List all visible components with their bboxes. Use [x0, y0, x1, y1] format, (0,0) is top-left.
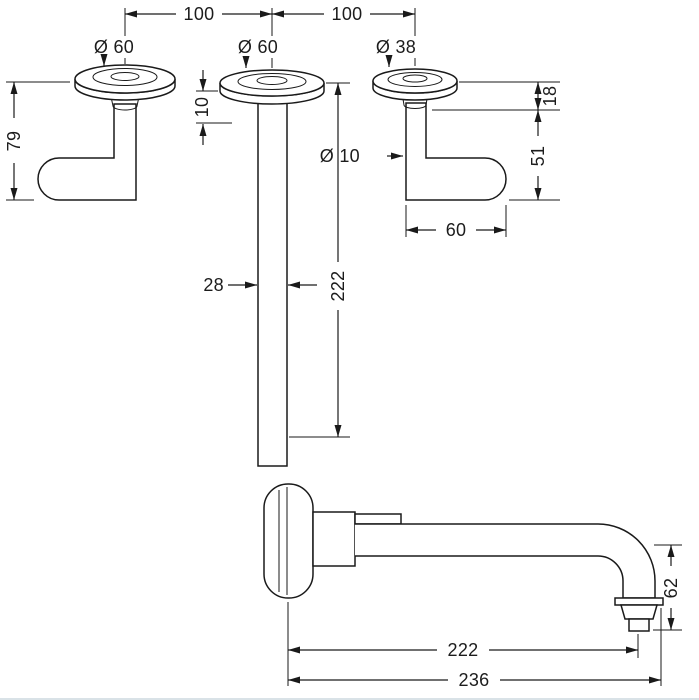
dim-right-handle-depths: 18 51 — [432, 81, 560, 201]
spout-union-sleeve — [312, 511, 356, 567]
dim-label-right-handle-diameter: Ø 38 — [376, 37, 416, 57]
dim-label-spout-flange-diameter: Ø 60 — [238, 37, 278, 57]
dim-label-overall-reach: 236 — [459, 670, 490, 690]
aerator-body — [620, 604, 658, 620]
dim-label-spacing-left: 100 — [184, 4, 215, 24]
dim-label-right-flange-depth: 18 — [540, 86, 560, 107]
right-handle-top-view — [372, 68, 507, 201]
dim-label-lever-diameter: Ø 10 — [320, 146, 360, 166]
spout-body — [257, 95, 288, 467]
top-spacing-dimensions: 100 100 — [124, 4, 416, 68]
spout-top-view — [219, 69, 325, 467]
dim-label-spout-flange-depth: 10 — [192, 97, 212, 118]
dim-outlet-drop: 62 — [653, 544, 682, 631]
dim-label-lever-length: 60 — [446, 220, 467, 240]
dim-spout-length: 222 — [289, 82, 350, 438]
dim-label-left-handle-diameter: Ø 60 — [94, 37, 134, 57]
left-handle-lever — [37, 103, 137, 201]
dim-spout-body-width: 28 — [203, 275, 317, 295]
dim-lever-length: 60 — [405, 205, 507, 240]
dim-label-spout-length: 222 — [328, 271, 348, 302]
dim-label-outlet-drop: 62 — [661, 578, 681, 599]
spout-side-view — [263, 483, 664, 632]
dim-label-right-lever-drop: 51 — [528, 146, 548, 167]
page-bottom-border — [0, 698, 699, 700]
dim-label-spout-body-width: 28 — [203, 275, 224, 295]
aerator-flange — [614, 597, 664, 606]
spout-tube — [355, 523, 656, 599]
left-handle-flange — [74, 64, 176, 94]
diameter-callouts: Ø 60 Ø 60 Ø 38 — [86, 36, 422, 68]
dim-left-handle-height: 79 — [4, 81, 70, 201]
wall-escutcheon — [263, 483, 314, 599]
right-handle-lever — [405, 102, 507, 201]
dim-label-reach-to-aerator: 222 — [448, 640, 479, 660]
left-handle-top-view — [37, 64, 176, 201]
aerator-tip — [628, 618, 650, 632]
dim-lever-diameter: Ø 10 — [320, 146, 403, 166]
dim-label-spacing-right: 100 — [332, 4, 363, 24]
dim-label-left-handle-height: 79 — [4, 131, 24, 152]
dim-reach-to-aerator: 222 — [287, 602, 639, 686]
dim-overall-reach: 236 — [288, 608, 662, 690]
dim-spout-flange-depth: 10 — [192, 70, 232, 145]
spout-union-step — [354, 513, 402, 525]
